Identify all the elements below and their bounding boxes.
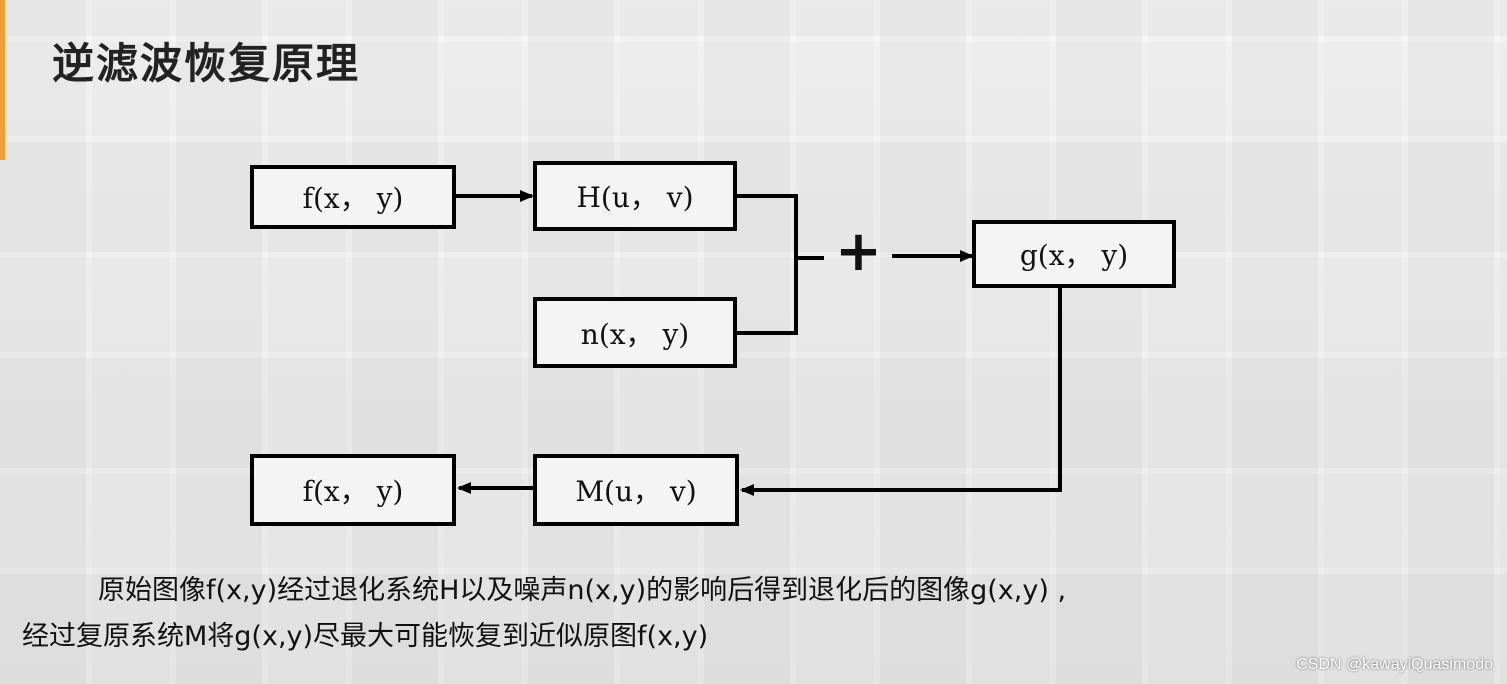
accent-bar <box>0 0 5 160</box>
box-f-input: f(x， y) <box>250 165 456 229</box>
sum-symbol: + <box>835 219 882 284</box>
connector-g-to-M <box>740 288 1062 496</box>
box-n-noise: n(x， y) <box>533 297 737 368</box>
watermark: CSDN @kawayiQuasimodo <box>1296 656 1493 673</box>
connector-H-n-bracket <box>737 194 798 335</box>
box-H-degradation: H(u， v) <box>533 161 737 231</box>
page-title: 逆滤波恢复原理 <box>52 39 361 88</box>
box-M-restoration: M(u， v) <box>533 454 739 526</box>
box-f-output: f(x， y) <box>250 454 456 526</box>
box-g-degraded: g(x， y) <box>972 220 1176 288</box>
caption-line-1: 原始图像f(x,y)经过退化系统H以及噪声n(x,y)的影响后得到退化后的图像g… <box>98 575 1067 606</box>
caption-line-2: 经过复原系统M将g(x,y)尽最大可能恢复到近似原图f(x,y) <box>22 621 709 652</box>
